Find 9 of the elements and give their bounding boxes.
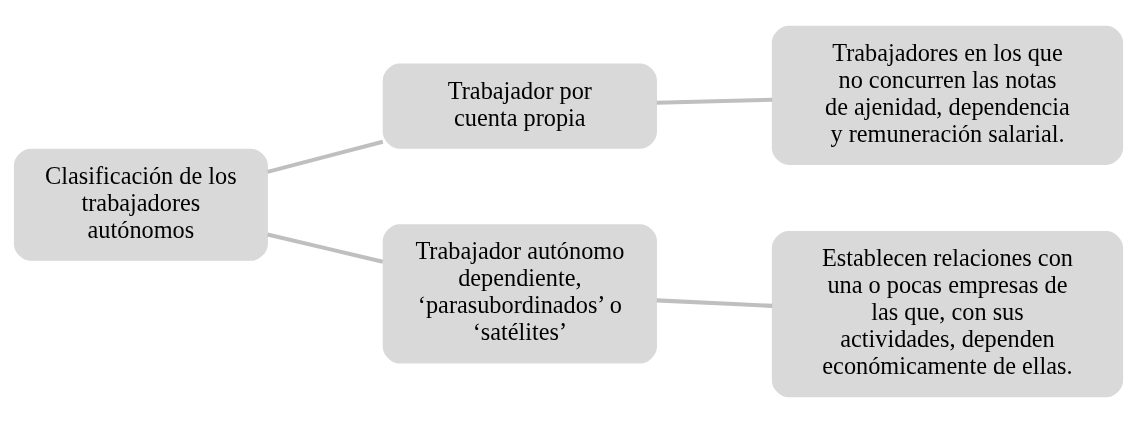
- node-box: Clasificación de los trabajadores autónomos: [13, 148, 268, 261]
- node-box: Trabajador autónomo dependiente, ‘parasubordinados’ o ‘satélites’: [382, 224, 657, 364]
- node-box: Trabajadores en los que no concurren las notas de ajenidad, dependencia y remuneración salarial.: [771, 25, 1124, 165]
- node-box: Trabajador por cuenta propia: [382, 63, 657, 149]
- connector: [267, 139, 384, 174]
- connector: [656, 298, 773, 308]
- node-box: Establecen relaciones con una o pocas empresas de las que, con sus actividades, dependen económicamente de ellas.: [771, 231, 1124, 398]
- connector: [656, 97, 773, 105]
- connector: [267, 232, 384, 264]
